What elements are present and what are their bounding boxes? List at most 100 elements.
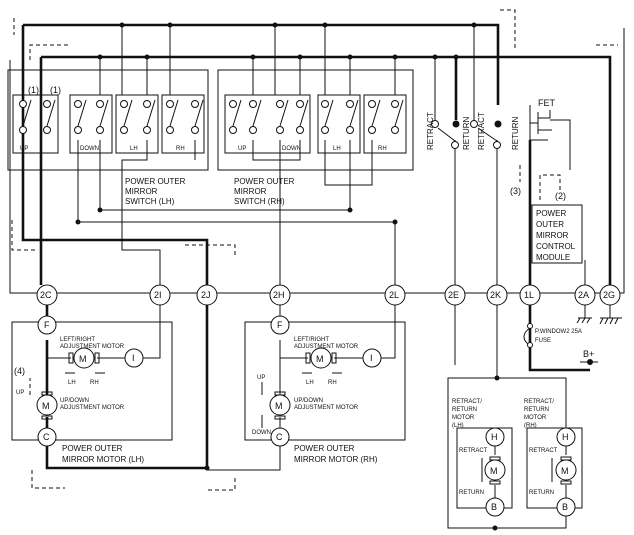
motor-rh-title-2: MIRROR MOTOR (RH) (294, 455, 378, 464)
switch-rh-title-2: MIRROR (234, 187, 267, 196)
retract-motor-rh-title-1: RETRACT/ (524, 399, 554, 405)
motor-lh-terminal-f: F (44, 320, 50, 330)
retract-label-lh: RETRACT (426, 112, 435, 150)
retract-motor-rh-terminal-b: B (562, 502, 568, 512)
terminal-2H (269, 284, 291, 306)
module-enclosure (9, 28, 625, 294)
motor-rh-terminal-c: C (276, 432, 283, 442)
battery-icon: B+ (580, 349, 598, 365)
motor-rh-lh-label: LH (306, 380, 314, 386)
flow-marker-2: (2) (555, 191, 566, 201)
motor-rh-up-label: UP (257, 375, 265, 381)
motor-rh-rh-label: RH (328, 380, 337, 386)
retract-motor-lh-terminal-h: H (491, 432, 498, 442)
retract-return-motor-rh: H B M RETRACT RETURN RETRACT/ RETURN MOT… (524, 399, 583, 517)
motor-lh-terminal-c: C (43, 432, 50, 442)
terminal-2J (196, 284, 218, 306)
terminal-2C-label: 2C (40, 290, 52, 300)
retract-motor-lh-symbol: M (490, 466, 498, 476)
terminal-2J-label: 2J (201, 290, 211, 300)
terminal-2L (384, 284, 406, 306)
battery-label: B+ (583, 349, 594, 359)
retract-motor-rh-title-4: (RH) (524, 423, 537, 429)
terminal-1L-label: 1L (524, 290, 534, 300)
control-module-line-5: MODULE (536, 253, 570, 262)
control-module-line-2: OUTER (536, 220, 564, 229)
terminal-2G (599, 284, 621, 306)
switch-down-label: DOWN (80, 146, 99, 152)
motor-lh-title-1: POWER OUTER (62, 444, 123, 453)
switch-lh-title-2: MIRROR (125, 187, 158, 196)
motor-rh-down-label: DOWN (252, 430, 271, 436)
terminal-2I (149, 284, 171, 306)
motor-lh-lr-title-1: LEFT/RIGHT (60, 337, 95, 343)
connector-terminals: 2C 2I 2J 2H 2L 2E 2K 1L 2A 2G (36, 284, 621, 306)
switch-block-lh: UP DOWN LH RH POWER OUTER MIRROR SWITCH … (7, 69, 209, 206)
switch-rh-lh-label: LH (333, 146, 341, 152)
retract-motor-rh-retract: RETRACT (529, 448, 558, 454)
splice-dots (75, 22, 500, 531)
control-module: POWER OUTER MIRROR CONTROL MODULE (531, 204, 583, 264)
return-label-rh: RETURN (511, 116, 520, 150)
ground-icon (576, 317, 622, 325)
motor-rh-ud-symbol: M (275, 401, 283, 411)
retract-motor-lh-title-1: RETRACT/ (452, 399, 482, 405)
terminal-2K-label: 2K (490, 290, 501, 300)
retract-motor-rh-title-3: MOTOR (524, 415, 547, 421)
motor-rh-lr-title-2: ADJUSTMENT MOTOR (294, 344, 359, 350)
current-flow-arrows: (1) (1) (2) (3) (4) (11, 9, 618, 491)
control-module-line-4: CONTROL (536, 242, 576, 251)
mirror-motor-lh: F I C M M LH RH UP LEFT/RIGHT ADJUSTMENT… (11, 315, 173, 464)
fet-label: FET (538, 98, 556, 108)
switch-contacts-rh (229, 99, 404, 134)
motor-rh-ud-title-1: UP/DOWN (294, 398, 323, 404)
terminal-2A-label: 2A (578, 290, 589, 300)
terminal-2G-label: 2G (603, 290, 615, 300)
switch-up-label: UP (20, 146, 28, 152)
mirror-motor-rh: F I C M M LH RH UP DOWN LEFT/RIGHT ADJUS… (244, 315, 406, 464)
terminal-2H-label: 2H (273, 290, 285, 300)
terminal-2L-label: 2L (389, 290, 399, 300)
motor-lh-terminal-i: I (132, 353, 135, 363)
flow-marker-3: (3) (510, 186, 521, 196)
terminal-1L (519, 284, 541, 306)
signal-wires (22, 25, 611, 529)
switch-lh-title-3: SWITCH (LH) (125, 197, 175, 206)
motor-lh-lh-label: LH (68, 380, 76, 386)
retract-motor-lh-title-2: RETURN (452, 407, 477, 413)
terminal-2C (36, 284, 58, 306)
switch-lh-label: LH (130, 146, 138, 152)
flow-marker-1a: (1) (28, 85, 39, 95)
retract-motor-rh-symbol: M (561, 466, 569, 476)
switch-rh-rh-label: RH (378, 146, 387, 152)
switch-rh-up-label: UP (238, 146, 246, 152)
retract-motor-lh-title-4: (LH) (452, 423, 464, 429)
motor-lh-ud-symbol: M (42, 401, 50, 411)
retract-motor-rh-terminal-h: H (562, 432, 569, 442)
fuse-label-1: P.WINDOW2 25A (535, 329, 582, 335)
terminal-2E (444, 284, 466, 306)
motor-lh-title-2: MIRROR MOTOR (LH) (62, 455, 144, 464)
switch-rh-label: RH (176, 146, 185, 152)
control-module-line-3: MIRROR (536, 231, 569, 240)
terminal-2K (486, 284, 508, 306)
retract-motor-rh-return: RETURN (529, 490, 554, 496)
switch-rh-title-3: SWITCH (RH) (234, 197, 285, 206)
flow-marker-1b: (1) (50, 85, 61, 95)
motor-rh-terminal-i: I (370, 353, 373, 363)
return-label-lh: RETURN (462, 116, 471, 150)
switch-block-rh: UP DOWN LH RH POWER OUTER MIRROR SWITCH … (217, 69, 414, 206)
fuse: P.WINDOW2 25A FUSE (523, 323, 582, 348)
retract-motor-lh-return: RETURN (459, 490, 484, 496)
retract-label-rh: RETRACT (477, 112, 486, 150)
terminal-2A (574, 284, 596, 306)
switch-rh-down-label: DOWN (282, 146, 301, 152)
fet-transistor: FET (529, 98, 556, 140)
switch-contacts-lh (19, 99, 204, 134)
retract-motor-lh-title-3: MOTOR (452, 415, 475, 421)
retract-return-motor-lh: H B M RETRACT RETURN RETRACT/ RETURN MOT… (452, 399, 513, 517)
motor-rh-lr-title-1: LEFT/RIGHT (294, 337, 329, 343)
motor-rh-lr-symbol: M (316, 354, 324, 364)
motor-rh-terminal-f: F (277, 320, 283, 330)
